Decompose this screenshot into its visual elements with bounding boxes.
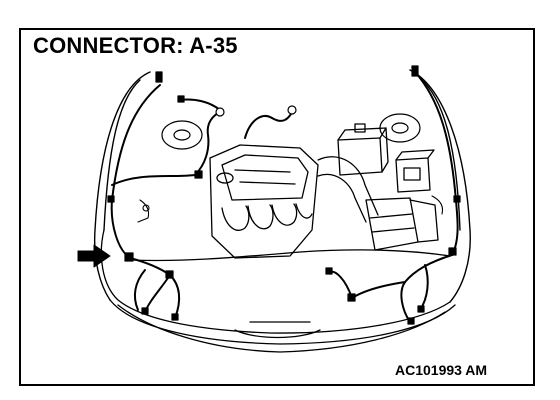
harness-connectors — [107, 65, 461, 325]
connector-pointer-arrow — [77, 244, 111, 268]
battery-and-relay-box — [337, 123, 435, 193]
engine-block — [209, 144, 319, 259]
vehicle-body — [100, 229, 456, 353]
strut-towers — [161, 113, 421, 150]
air-cleaner — [317, 156, 439, 251]
figure-code: AC101993 AM — [395, 362, 488, 378]
brackets — [137, 195, 444, 223]
wiring-harness — [110, 71, 459, 323]
diagram-title: CONNECTOR: A-35 — [33, 33, 238, 58]
hood-outline — [93, 69, 471, 303]
